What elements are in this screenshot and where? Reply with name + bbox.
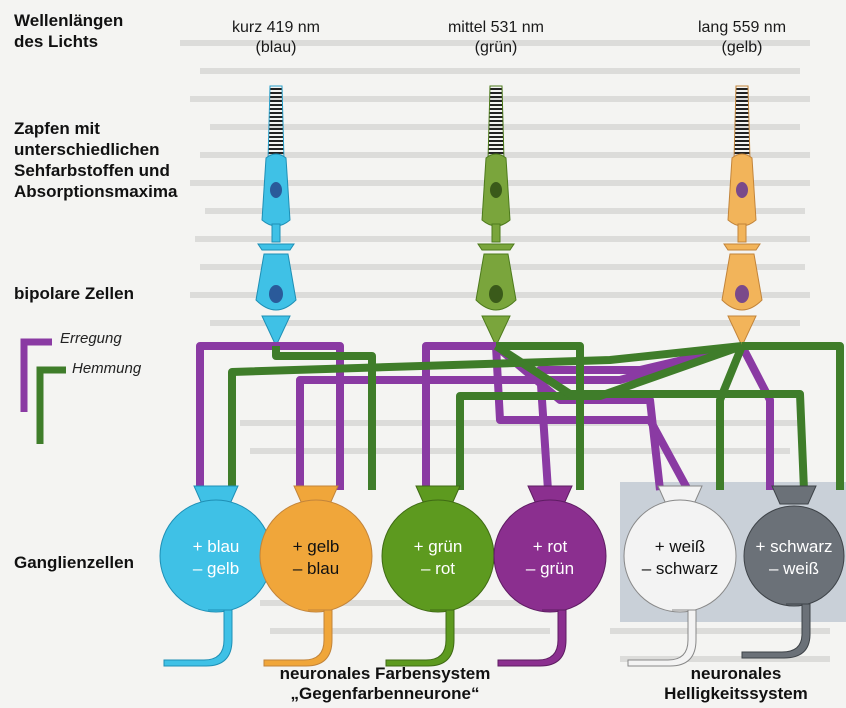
yellow-cone xyxy=(723,85,761,251)
wavelength-medium: mittel 531 nm (grün) xyxy=(426,18,566,58)
wavelength-short: kurz 419 nm (blau) xyxy=(206,18,346,58)
ganglion-label-5a: + weiß xyxy=(655,537,706,556)
legend-excitation-text: Erregung xyxy=(60,330,122,347)
pathway-blue-to-white-ganglion xyxy=(492,345,692,492)
pathway-yellow-to-white-ganglion xyxy=(738,344,774,490)
ganglion-label-5b: – schwarz xyxy=(642,559,719,578)
pathway-to-black-ganglion-b xyxy=(742,342,844,490)
green-cone xyxy=(477,85,515,251)
ganglion-cell-black-white xyxy=(741,485,845,659)
wavelength-long-value: lang 559 nm xyxy=(697,19,787,36)
pathway-green-to-green-ganglion xyxy=(422,342,496,490)
wavelength-long: lang 559 nm (gelb) xyxy=(672,18,812,58)
ganglion-label-1a: + blau xyxy=(193,537,240,556)
wavelength-short-color: (blau) xyxy=(255,39,297,56)
label-wavelengths: Wellenlängen des Lichts xyxy=(14,11,124,51)
legend-inhibition-text: Hemmung xyxy=(72,360,142,377)
yellow-bipolar-cell xyxy=(721,253,763,348)
ganglion-label-3b: – rot xyxy=(421,559,455,578)
ganglion-label-4b: – grün xyxy=(526,559,574,578)
caption-brightness-line1: neuronales xyxy=(690,664,782,683)
caption-color-system: neuronales Farbensystem „Gegenfarbenneur… xyxy=(240,664,530,704)
ganglion-label-1b: – gelb xyxy=(193,559,239,578)
label-cones: Zapfen mit unterschiedlichen Sehfarbstof… xyxy=(14,119,178,201)
pathway-to-black-ganglion-c xyxy=(716,344,746,490)
wavelength-medium-value: mittel 531 nm xyxy=(447,19,545,36)
ganglion-cell-red-green xyxy=(493,485,607,667)
ganglion-cell-yellow-blue xyxy=(259,485,373,667)
wavelength-short-value: kurz 419 nm xyxy=(231,19,321,36)
caption-color-system-line2: „Gegenfarbenneurone“ xyxy=(290,684,480,703)
pathway-blue-to-blue-ganglion xyxy=(196,342,276,490)
caption-color-system-line1: neuronales Farbensystem xyxy=(279,664,491,683)
pathway-yellow-to-blue-ganglion-inh xyxy=(228,342,743,490)
label-bipolar: bipolare Zellen xyxy=(14,284,134,303)
caption-brightness-system: neuronales Helligkeitssystem xyxy=(636,664,836,704)
pathway-yellow-to-yellow-ganglion xyxy=(296,342,744,490)
legend-inhibition-line xyxy=(36,366,66,444)
ganglion-cell-white-black xyxy=(623,485,737,667)
ganglion-label-2a: + gelb xyxy=(293,537,340,556)
ganglion-label-2b: – blau xyxy=(293,559,339,578)
green-bipolar-cell xyxy=(475,253,517,348)
ganglion-label-3a: + grün xyxy=(414,537,463,556)
pathway-blue-to-yellow-ganglion xyxy=(276,342,344,490)
pathway-blue-to-yellow-ganglion-inh xyxy=(272,346,376,490)
ganglion-cell-blue-yellow xyxy=(159,485,273,667)
blue-bipolar-cell xyxy=(255,253,297,348)
pathway-yellow-to-green-ganglion-inh xyxy=(456,342,744,490)
pathway-to-black-ganglion-a xyxy=(493,342,808,491)
ganglion-cell-green-red xyxy=(381,485,495,667)
legend-excitation-line xyxy=(20,338,52,412)
pathway-green-to-white-ganglion xyxy=(493,342,664,491)
caption-brightness-line2: Helligkeitssystem xyxy=(664,684,808,703)
wavelength-medium-color: (grün) xyxy=(474,39,518,56)
ganglion-label-4a: + rot xyxy=(533,537,568,556)
ganglion-label-6a: + schwarz xyxy=(756,537,833,556)
pathway-green-to-red-ganglion xyxy=(496,342,584,490)
blue-cone xyxy=(257,85,295,251)
label-ganglion: Ganglienzellen xyxy=(14,553,134,572)
wavelength-long-color: (gelb) xyxy=(721,39,763,56)
ganglion-label-6b: – weiß xyxy=(769,559,819,578)
